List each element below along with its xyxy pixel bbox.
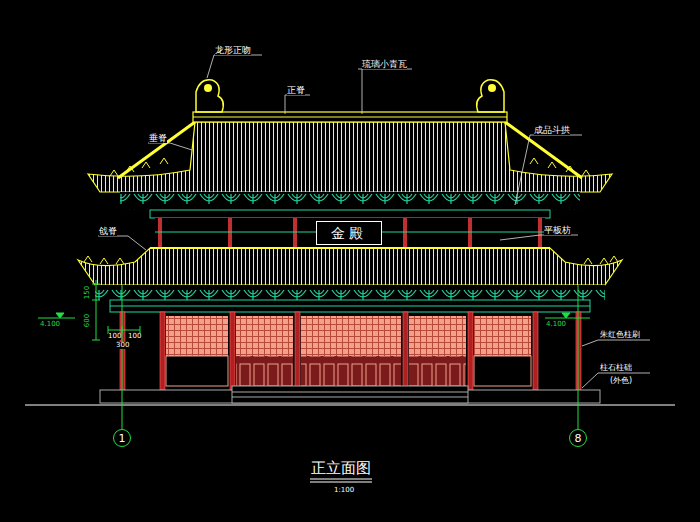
part-label: 平板枋 [544, 226, 571, 235]
part-label: 琉璃小青瓦 [362, 60, 407, 69]
elevation-mark: 4.100 [546, 321, 566, 328]
part-label: 垂脊 [149, 134, 167, 143]
scale-text: 1:100 [334, 487, 354, 494]
elevation-mark: 4.100 [40, 321, 60, 328]
node-text: 金殿 [331, 226, 367, 240]
dimension-text: 100 [128, 333, 141, 340]
dimension-text: 300 [116, 342, 129, 349]
node-text: 8 [575, 433, 582, 444]
part-label: 朱红色柱刷 [600, 331, 640, 339]
axis-bubble: 8 [569, 429, 587, 447]
name-plaque: 金殿 [316, 221, 382, 245]
node-text: 1 [119, 433, 126, 444]
part-label: 柱石柱础 [600, 364, 632, 372]
dimension-text: 150 [84, 286, 91, 299]
part-label: (外色) [610, 377, 632, 385]
part-label: 龙形正吻 [215, 46, 251, 55]
part-label: 成品斗拱 [534, 126, 570, 135]
drawing-title: 正立面图 [311, 461, 371, 476]
dimension-text: 100 [108, 333, 121, 340]
dimension-text: 600 [84, 314, 91, 327]
axis-bubble: 1 [113, 429, 131, 447]
part-label: 戗脊 [99, 227, 117, 236]
part-label: 正脊 [287, 86, 305, 95]
